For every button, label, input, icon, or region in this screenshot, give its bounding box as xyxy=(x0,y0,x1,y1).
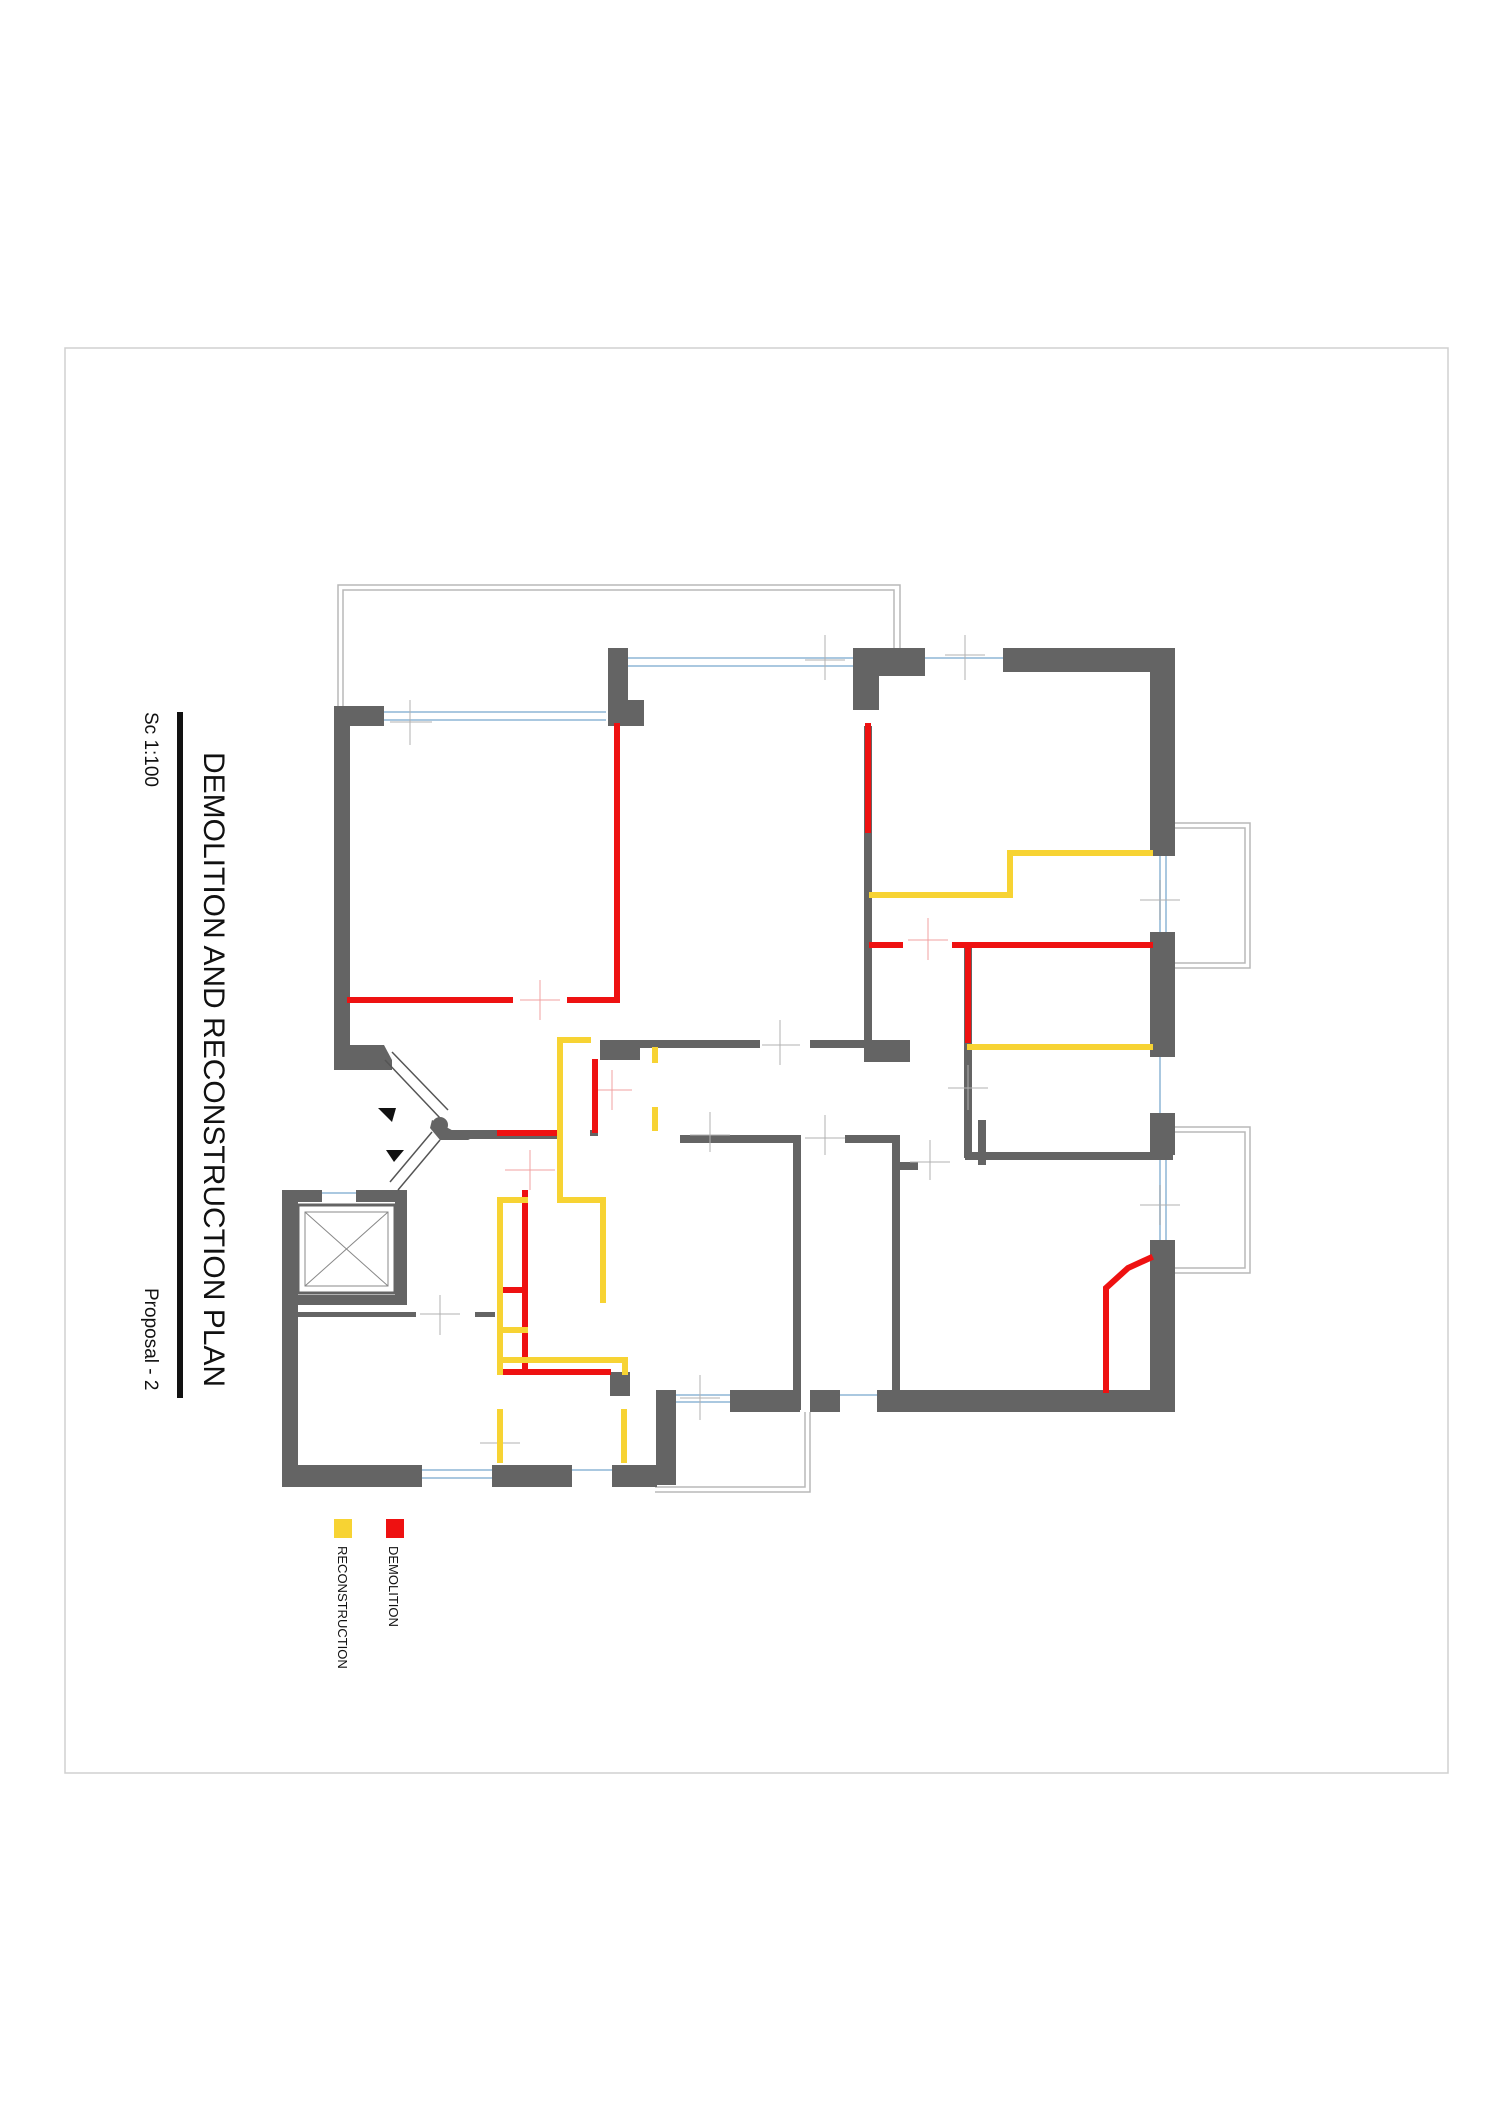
balcony-outlines xyxy=(337,584,1251,1493)
drawing-title: DEMOLITION AND RECONSTRUCTION PLAN xyxy=(197,752,230,1387)
legend-item-demolition: DEMOLITION xyxy=(386,1519,404,1627)
windows xyxy=(322,657,1167,1479)
entry-arrow-icon xyxy=(386,1150,404,1162)
drawing-proposal: Proposal - 2 xyxy=(140,1288,161,1390)
legend-swatch-demolition xyxy=(386,1519,404,1538)
legend-label-demolition: DEMOLITION xyxy=(386,1546,401,1627)
legend-swatch-reconstruction xyxy=(334,1519,352,1538)
drawing-scale: Sc 1:100 xyxy=(140,712,161,787)
lift-shaft xyxy=(296,1203,397,1295)
legend-item-reconstruction: RECONSTRUCTION xyxy=(334,1519,352,1669)
legend: DEMOLITION RECONSTRUCTION xyxy=(334,1519,404,1669)
reconstruction-walls xyxy=(497,850,1153,1463)
title-block: DEMOLITION AND RECONSTRUCTION PLAN Sc 1:… xyxy=(140,712,230,1398)
legend-label-reconstruction: RECONSTRUCTION xyxy=(335,1546,350,1669)
entry-door xyxy=(384,1051,449,1191)
opening-markers xyxy=(390,635,1180,1460)
existing-walls xyxy=(282,648,1175,1487)
removed-door-markers xyxy=(505,918,948,1190)
entry-arrow-icon xyxy=(378,1108,396,1122)
demolition-walls xyxy=(347,723,1154,1393)
sheet-frame xyxy=(64,347,1449,1774)
